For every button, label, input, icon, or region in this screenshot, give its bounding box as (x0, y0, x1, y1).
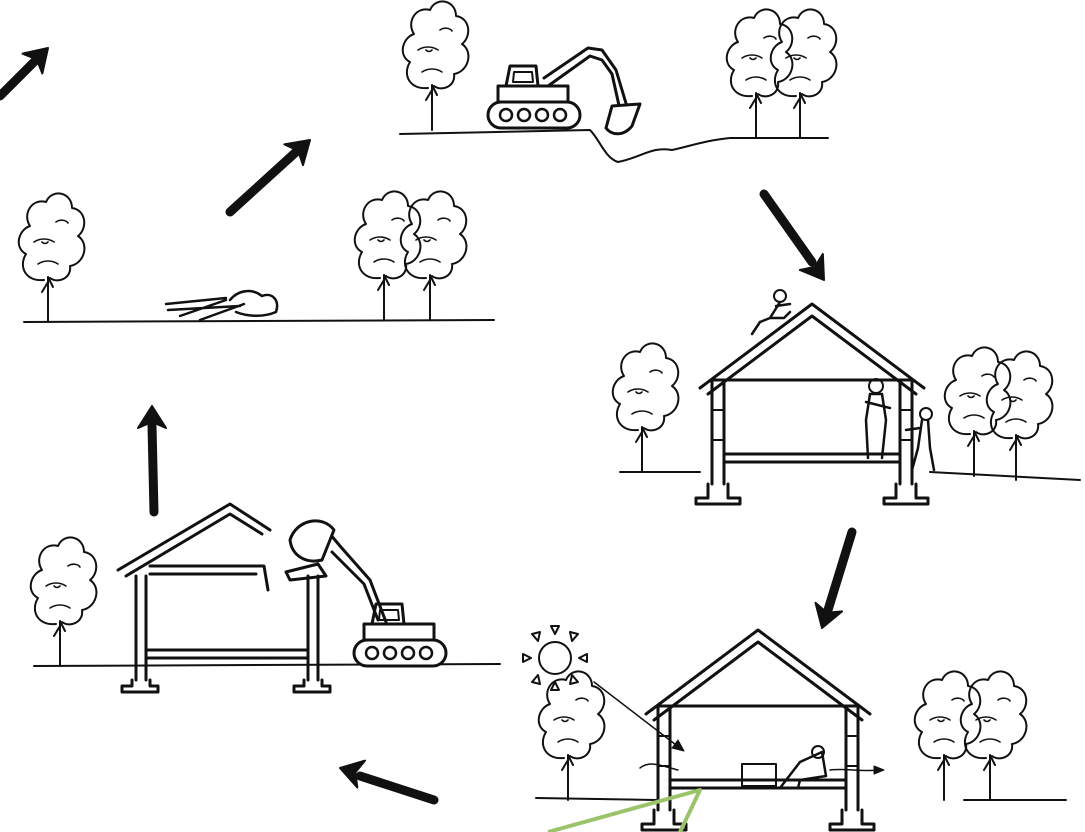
demolition-stage (31, 504, 500, 692)
cycle-arrow-icon (336, 755, 434, 800)
tree-icon (539, 671, 605, 800)
debris-pile-icon (166, 291, 277, 320)
person-reading-icon (742, 746, 826, 788)
tree-icon (961, 671, 1027, 800)
excavator-icon (354, 604, 446, 666)
tree-icon (31, 537, 97, 666)
ground-line (24, 320, 494, 322)
highlight-pointer (548, 790, 700, 832)
tree-icon (355, 191, 421, 320)
cleared-stage (19, 191, 494, 322)
house-frame (696, 304, 928, 504)
tree-icon (945, 347, 1011, 476)
worker-icon (866, 379, 890, 458)
tree-icon (771, 9, 837, 138)
tree-icon (19, 193, 85, 322)
cycle-arrow-icon (809, 532, 852, 632)
tree-icon (401, 191, 467, 320)
excavator-bucket (290, 521, 334, 561)
excavator-icon (488, 66, 580, 128)
house-frame (642, 630, 874, 830)
ground-line (620, 472, 1080, 480)
tree-icon (613, 343, 679, 472)
roofer-icon (752, 290, 790, 334)
cycle-arrow-icon (230, 130, 319, 212)
excavation-stage (400, 1, 836, 162)
occupied-stage (523, 626, 1066, 832)
tree-icon (403, 1, 469, 130)
tree-icon (727, 9, 793, 138)
cycle-arrow-icon (764, 194, 835, 288)
ground-line (536, 798, 1066, 800)
tree-icon (987, 351, 1053, 480)
sunlight-ray (594, 682, 680, 748)
excavator-bucket (606, 104, 640, 134)
tree-icon (915, 671, 981, 800)
construction-stage (613, 290, 1080, 504)
cycle-arrow-icon (138, 406, 166, 512)
cycle-arrow-icon (0, 38, 58, 96)
